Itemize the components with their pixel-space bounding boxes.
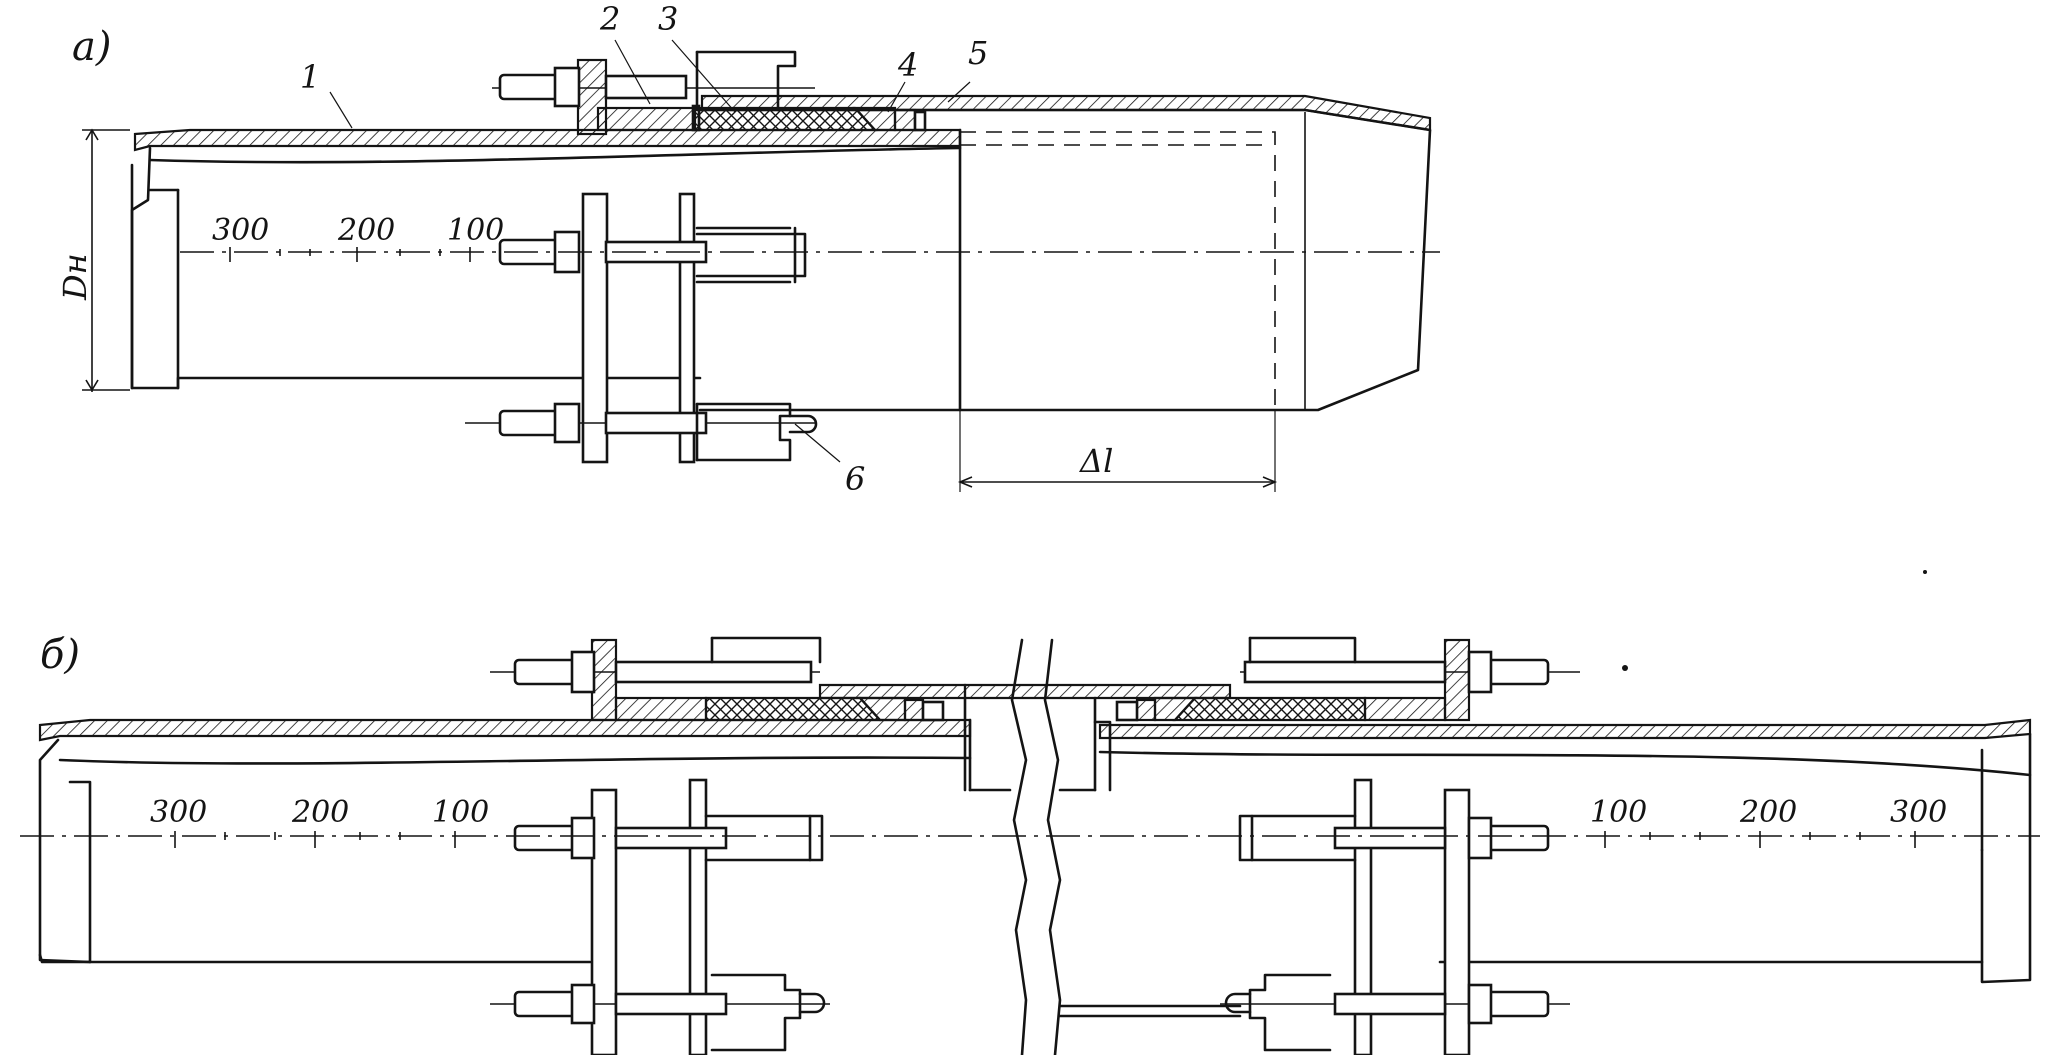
elongation-label: Δl (1078, 442, 1113, 480)
gland-left (490, 636, 945, 722)
figure-b: 300 200 100 100 200 300 б) (20, 632, 2040, 1055)
figure-a: 300 200 100 Dн Δl (56, 0, 1440, 498)
bolts-middle-b (513, 814, 1550, 862)
speck-mark (1622, 665, 1628, 671)
bolts-bottom-b (490, 973, 1570, 1052)
gland-right (1115, 636, 1580, 722)
leader-lines (329, 39, 971, 463)
pipe-right (1058, 718, 2032, 984)
speck-mark (1923, 570, 1927, 574)
pipe (130, 128, 1276, 412)
diameter-label: Dн (56, 253, 94, 301)
part-label-4: 4 (897, 46, 918, 84)
diameter-dimension: Dн (56, 128, 130, 392)
scale-b-right-label-1: 100 (1590, 795, 1647, 830)
pipe-left (38, 718, 1012, 964)
bolt-middle (498, 226, 807, 284)
scale-b-left: 300 200 100 (150, 795, 489, 848)
bolt-bottom (465, 402, 818, 462)
break-lines (1010, 638, 1062, 1055)
scale-a-label-3: 100 (447, 213, 504, 248)
bolt-top (492, 50, 815, 112)
part-label-1: 1 (300, 58, 320, 96)
scale-b-left-label-1: 300 (150, 795, 207, 830)
part-label-5: 5 (968, 34, 988, 72)
figure-a-label: а) (72, 24, 111, 70)
scale-a-label-1: 300 (212, 213, 269, 248)
scale-b-left-label-2: 200 (291, 795, 349, 830)
scale-a-label-2: 200 (337, 213, 395, 248)
figure-b-label: б) (40, 632, 80, 678)
part-label-2: 2 (599, 0, 620, 38)
scale-b-right-label-3: 300 (1890, 795, 1947, 830)
scale-b-right: 100 200 300 (1590, 795, 1947, 848)
part-label-3: 3 (658, 0, 678, 38)
elongation-dimension: Δl (957, 410, 1278, 492)
scale-b-left-label-3: 100 (432, 795, 489, 830)
gland-assembly (576, 58, 927, 136)
scale-b-right-label-2: 200 (1739, 795, 1797, 830)
part-label-6: 6 (845, 460, 865, 498)
scale-a: 300 200 100 (212, 213, 504, 262)
